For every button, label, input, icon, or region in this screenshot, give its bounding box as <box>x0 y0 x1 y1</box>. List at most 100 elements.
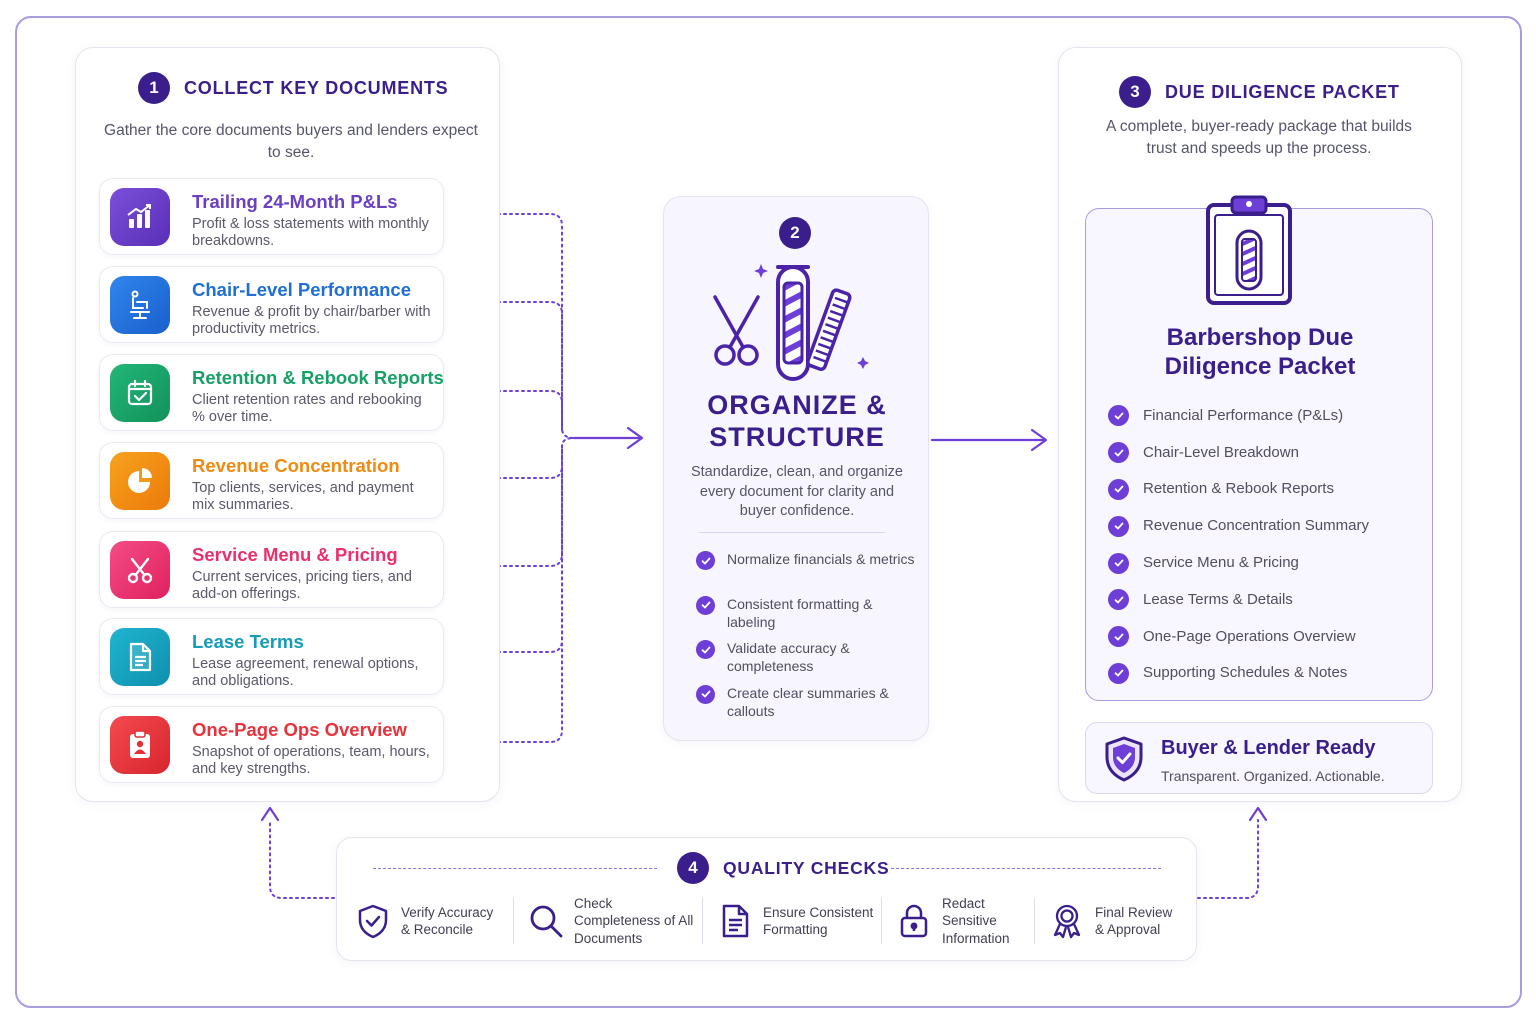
outer-frame <box>15 16 1522 1008</box>
check-icon <box>696 640 715 659</box>
quality-item-label: Ensure Consistent Formatting <box>763 904 874 938</box>
packet-section-header: 3 DUE DILIGENCE PACKET <box>1119 76 1400 108</box>
checklist-text: Normalize financials & metrics <box>727 551 915 567</box>
checklist-text: Consistent formatting & labeling <box>727 595 873 630</box>
doc-item-revenue[interactable]: Revenue Concentration Top clients, servi… <box>99 442 444 519</box>
packet-item-text: Financial Performance (P&Ls) <box>1143 406 1344 424</box>
doc-item-lease[interactable]: Lease Terms Lease agreement, renewal opt… <box>99 618 444 695</box>
quality-item-label: Check Completeness of All Documents <box>574 895 694 946</box>
quality-item-formatting: Ensure Consistent Formatting <box>709 896 875 946</box>
packet-item-text: Service Menu & Pricing <box>1143 554 1299 572</box>
doc-item-desc: Client retention rates and rebooking % o… <box>192 392 422 425</box>
section-title: ORGANIZE & STRUCTURE <box>707 390 887 452</box>
doc-item-desc: Current services, pricing tiers, and add… <box>192 569 412 602</box>
step-number-badge: 2 <box>779 217 811 249</box>
packet-item-text: Revenue Concentration Summary <box>1143 517 1369 535</box>
checklist-text: Validate accuracy & completeness <box>727 640 850 674</box>
step-number-badge: 3 <box>1119 76 1151 108</box>
packet-checklist: Financial Performance (P&Ls) Chair-Level… <box>1108 397 1418 691</box>
doc-item-title: Trailing 24-Month P&Ls <box>192 191 398 212</box>
section-title: DUE DILIGENCE PACKET <box>1165 81 1400 102</box>
doc-item-desc: Revenue & profit by chair/barber with pr… <box>192 304 431 337</box>
doc-item-title: Chair-Level Performance <box>192 279 412 300</box>
ready-subtitle: Transparent. Organized. Actionable. <box>1161 768 1385 784</box>
separator <box>702 898 703 944</box>
document-lines-icon <box>722 904 749 938</box>
checklist-item: Normalize financials & metrics <box>696 550 916 595</box>
quality-item-redact: Redact Sensitive Information <box>888 896 1028 946</box>
check-icon <box>1108 626 1129 648</box>
check-icon <box>1108 552 1129 574</box>
doc-item-title: Lease Terms <box>192 631 304 652</box>
barber-tools-illustration <box>713 264 869 381</box>
check-icon <box>1108 589 1129 611</box>
bar-chart-icon <box>110 188 170 246</box>
doc-item-chair[interactable]: Chair-Level Performance Revenue & profit… <box>99 266 444 343</box>
collect-section-header: 1 COLLECT KEY DOCUMENTS <box>138 72 448 104</box>
doc-item-title: Retention & Rebook Reports <box>192 367 444 388</box>
dashed-rule <box>891 868 1161 869</box>
barber-chair-icon <box>110 276 170 334</box>
scissors-icon <box>110 541 170 599</box>
section-title: QUALITY CHECKS <box>723 857 890 878</box>
doc-item-retention[interactable]: Retention & Rebook Reports Client retent… <box>99 354 444 431</box>
checklist-item: Create clear summaries & callouts <box>696 684 916 729</box>
quality-section-header: 4 QUALITY CHECKS <box>677 852 889 884</box>
step-number-badge: 4 <box>677 852 709 884</box>
packet-item-text: Retention & Rebook Reports <box>1143 480 1334 498</box>
check-icon <box>1108 662 1129 684</box>
packet-item-text: Supporting Schedules & Notes <box>1143 664 1348 682</box>
quality-item-label: Final Review & Approval <box>1095 904 1173 938</box>
doc-item-title: One-Page Ops Overview <box>192 719 407 740</box>
divider <box>699 532 885 533</box>
quality-checks-row: Verify Accuracy & Reconcile Check Comple… <box>347 896 1187 946</box>
clipboard-person-icon <box>110 716 170 774</box>
separator <box>881 898 882 944</box>
doc-item-service-menu[interactable]: Service Menu & Pricing Current services,… <box>99 531 444 608</box>
doc-item-desc: Profit & loss statements with monthly br… <box>192 216 429 249</box>
section-subtitle: A complete, buyer-ready package that bui… <box>1106 118 1412 157</box>
packet-item: Retention & Rebook Reports <box>1108 471 1418 508</box>
organize-checklist: Normalize financials & metrics Consisten… <box>696 550 916 728</box>
section-subtitle: Gather the core documents buyers and len… <box>104 122 478 161</box>
calendar-check-icon <box>110 364 170 422</box>
packet-item: Supporting Schedules & Notes <box>1108 655 1418 692</box>
section-title: COLLECT KEY DOCUMENTS <box>184 77 449 98</box>
quality-checks-panel: 4 QUALITY CHECKS Verify Accuracy & Recon… <box>336 837 1197 961</box>
doc-item-pnl[interactable]: Trailing 24-Month P&Ls Profit & loss sta… <box>99 178 444 255</box>
check-icon <box>1108 478 1129 500</box>
checklist-item: Validate accuracy & completeness <box>696 639 916 684</box>
checklist-text: Create clear summaries & callouts <box>727 684 889 719</box>
award-icon <box>1053 904 1081 939</box>
packet-item: Revenue Concentration Summary <box>1108 507 1418 544</box>
lock-icon <box>900 904 928 938</box>
shield-check-icon <box>1105 736 1143 782</box>
shield-check-icon <box>358 904 388 939</box>
check-icon <box>696 551 715 570</box>
quality-item-final-review: Final Review & Approval <box>1041 896 1183 946</box>
packet-item: Service Menu & Pricing <box>1108 544 1418 581</box>
packet-item: Financial Performance (P&Ls) <box>1108 397 1418 434</box>
packet-title-text: Barbershop Due Diligence Packet <box>1164 324 1356 380</box>
quality-item-completeness: Check Completeness of All Documents <box>520 896 696 946</box>
separator <box>513 898 514 944</box>
packet-item: Lease Terms & Details <box>1108 581 1418 618</box>
pie-chart-icon <box>110 452 170 510</box>
doc-item-desc: Snapshot of operations, team, hours, and… <box>192 744 430 777</box>
doc-item-ops-overview[interactable]: One-Page Ops Overview Snapshot of operat… <box>99 706 444 783</box>
packet-title: Barbershop Due Diligence Packet <box>1086 323 1434 381</box>
packet-item-text: Lease Terms & Details <box>1143 590 1293 608</box>
organize-structure-panel: 2 ORGANIZE & STRUCTURE Standardize, clea… <box>663 196 929 741</box>
magnifier-icon <box>530 905 563 938</box>
buyer-ready-banner: Buyer & Lender Ready Transparent. Organi… <box>1085 722 1433 794</box>
quality-item-verify: Verify Accuracy & Reconcile <box>347 896 507 946</box>
packet-card: Barbershop Due Diligence Packet Financia… <box>1085 195 1434 701</box>
packet-item: Chair-Level Breakdown <box>1108 434 1418 471</box>
checklist-item: Consistent formatting & labeling <box>696 595 916 640</box>
document-icon <box>110 628 170 686</box>
section-subtitle: Standardize, clean, and organize every d… <box>690 464 903 519</box>
ready-title: Buyer & Lender Ready <box>1161 737 1376 759</box>
check-icon <box>1108 515 1129 537</box>
quality-item-label: Redact Sensitive Information <box>942 895 1010 946</box>
check-icon <box>1108 442 1129 464</box>
